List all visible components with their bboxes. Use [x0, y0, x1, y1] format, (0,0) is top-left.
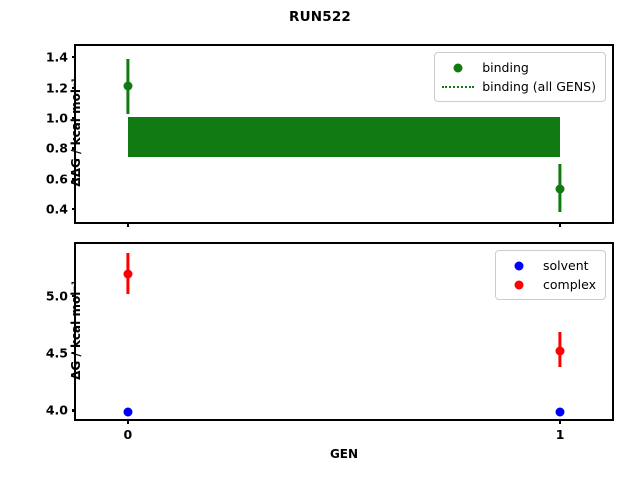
- y-axis-tick-label: 0.8: [45, 140, 68, 156]
- y-axis-tick-label: 5.0: [45, 288, 68, 304]
- data-point-marker: [555, 346, 565, 356]
- bottom-panel-plot-area: [76, 244, 612, 419]
- x-axis-tick: [559, 419, 562, 424]
- y-axis-tick-label: 0.6: [45, 171, 68, 187]
- y-axis-tick-label: 1.2: [45, 80, 68, 96]
- data-point-marker: [555, 407, 565, 417]
- data-point-marker: [555, 184, 565, 194]
- circle-icon: [453, 63, 463, 72]
- data-point-marker: [123, 81, 133, 91]
- bottom-panel-legend: solvent complex: [495, 250, 606, 300]
- legend-circle-marker-icon: [442, 61, 474, 75]
- circle-icon: [514, 261, 524, 270]
- legend-entry: complex: [503, 275, 596, 294]
- y-axis-tick: [71, 352, 76, 355]
- y-axis-tick-label: 0.4: [45, 201, 68, 217]
- y-axis-tick: [71, 294, 76, 298]
- x-axis-tick-label: 1: [555, 427, 565, 442]
- y-axis-tick: [71, 116, 76, 120]
- y-axis-tick: [71, 86, 76, 89]
- x-axis-tick: [126, 222, 129, 227]
- binding-all-gens-band: [127, 116, 561, 157]
- y-axis-tick: [71, 56, 76, 59]
- figure-title: RUN522: [288, 9, 352, 25]
- legend-label: binding: [482, 60, 529, 75]
- legend-label: binding (all GENS): [482, 79, 596, 94]
- y-axis-tick-label: 4.5: [45, 345, 68, 361]
- legend-circle-marker-icon: [503, 278, 535, 292]
- legend-label: solvent: [543, 258, 589, 273]
- data-point-marker: [123, 407, 133, 417]
- x-axis-tick: [559, 222, 562, 227]
- legend-entry: solvent: [503, 256, 596, 275]
- top-panel-plot-area: [76, 46, 612, 222]
- y-axis-tick-label: 4.0: [45, 402, 68, 418]
- y-axis-tick: [71, 177, 76, 180]
- y-axis-tick-label: 1.0: [45, 110, 68, 126]
- legend-label: complex: [543, 277, 596, 292]
- x-axis-tick: [126, 419, 129, 424]
- x-axis-label: GEN: [329, 447, 359, 461]
- y-axis-tick: [71, 409, 76, 412]
- legend-entry: binding (all GENS): [442, 77, 596, 96]
- x-axis-tick-label: 0: [123, 427, 133, 442]
- y-axis-tick-label: 1.4: [45, 49, 68, 65]
- y-axis-tick: [71, 147, 76, 150]
- dotted-line-icon: [442, 85, 475, 88]
- legend-dotted-line-icon: [442, 80, 475, 94]
- circle-icon: [514, 280, 524, 289]
- legend-entry: binding: [442, 58, 596, 77]
- top-panel-legend: binding binding (all GENS): [434, 52, 606, 102]
- data-point-marker: [123, 269, 133, 279]
- legend-circle-marker-icon: [503, 259, 535, 273]
- y-axis-tick: [71, 208, 76, 211]
